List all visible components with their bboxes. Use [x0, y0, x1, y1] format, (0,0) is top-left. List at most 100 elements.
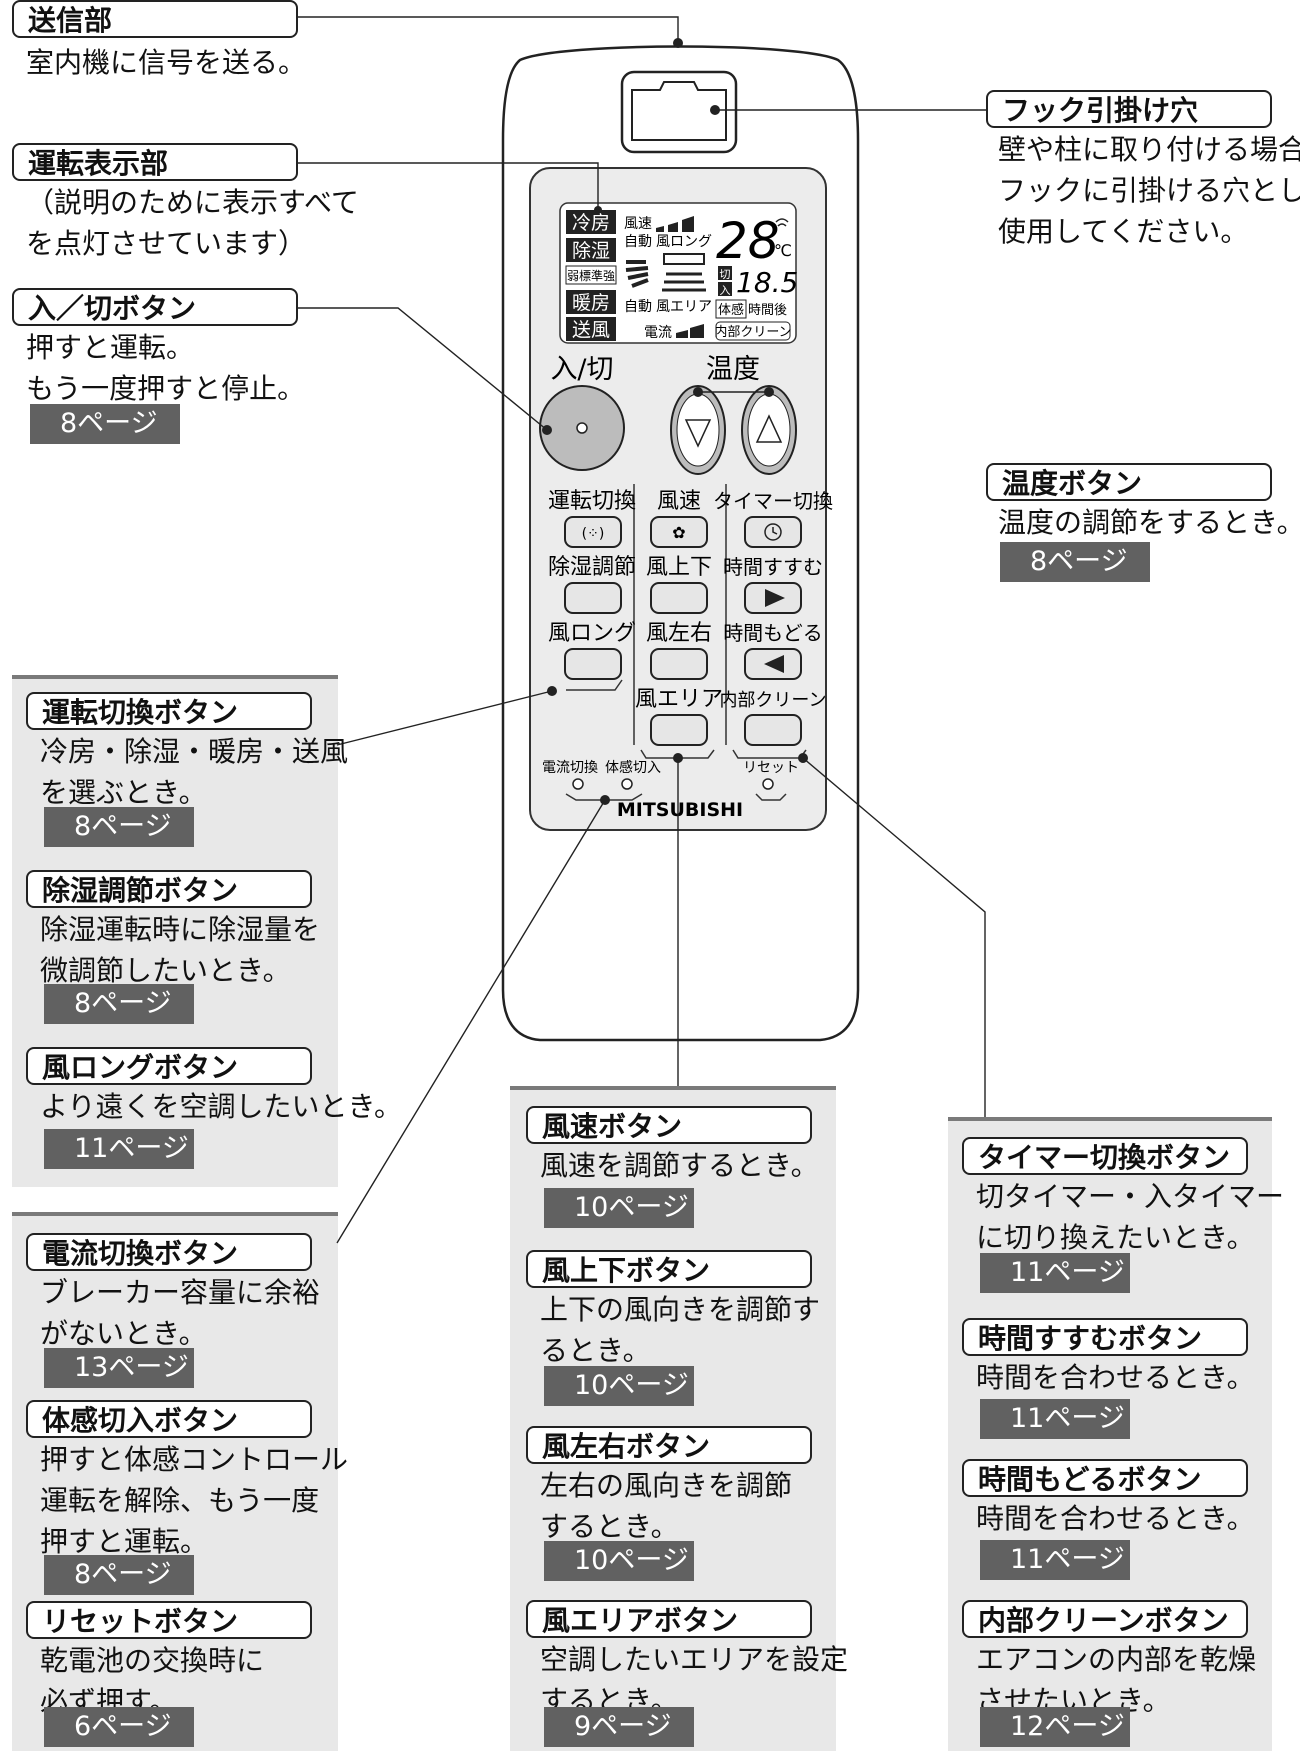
- sense-button[interactable]: [621, 778, 633, 790]
- page-ref-timefwd[interactable]: 11ページ: [980, 1399, 1130, 1439]
- desc-updown: 上下の風向きを調節す るとき。: [540, 1293, 821, 1367]
- lcd-auto-top: 自動: [624, 234, 652, 250]
- label-fanspeed: 風速ボタン: [526, 1106, 812, 1144]
- page-ref-leftright[interactable]: 10ページ: [544, 1541, 694, 1581]
- power-button-dot: [576, 422, 588, 434]
- fan-icon: ✿: [672, 523, 685, 542]
- lcd-current-bars: [676, 324, 704, 338]
- page-ref-sense[interactable]: 8ページ: [44, 1555, 194, 1595]
- leftright-label: 風左右: [646, 621, 712, 646]
- updown-label: 風上下: [646, 555, 712, 580]
- page-ref-current[interactable]: 13ページ: [44, 1348, 194, 1388]
- area-label: 風エリア: [635, 687, 723, 712]
- desc-dehum: 除湿運転時に除湿量を 微調節したいとき。: [40, 913, 321, 987]
- lcd-levels: 弱標準強: [567, 268, 615, 283]
- page-ref-long[interactable]: 11ページ: [44, 1129, 194, 1169]
- page-ref-power[interactable]: 8ページ: [30, 404, 180, 444]
- page-ref-dehum[interactable]: 8ページ: [44, 984, 194, 1024]
- current-label: 電流切換: [542, 760, 598, 776]
- desc-clean: エアコンの内部を乾燥 させたいとき。: [976, 1643, 1257, 1717]
- temp-down-icon: [684, 419, 712, 448]
- lcd-current: 電流: [644, 325, 672, 341]
- lcd-area-icon: [662, 272, 706, 292]
- desc-leftright: 左右の風向きを調節 するとき。: [540, 1469, 793, 1543]
- lcd-hours-after: 時間後: [748, 303, 787, 318]
- updown-button[interactable]: [650, 582, 708, 614]
- timefwd-label: 時間すすむ: [723, 555, 823, 579]
- current-button[interactable]: [572, 778, 584, 790]
- lcd-clean: 内部クリーン: [714, 324, 791, 340]
- leader-dot-timer: [798, 753, 808, 763]
- leader-dot-current: [600, 795, 610, 805]
- timeback-label: 時間もどる: [723, 621, 823, 645]
- desc-mode: 冷房・除湿・暖房・送風 を選ぶとき。: [40, 735, 349, 809]
- fanspeed-label: 風速: [657, 489, 701, 514]
- lcd-mode-cool: 冷房: [572, 212, 610, 234]
- long-button[interactable]: [564, 648, 622, 680]
- leader-dot-power: [542, 425, 552, 435]
- label-updown: 風上下ボタン: [526, 1250, 812, 1288]
- lcd-speed-bars: [656, 216, 694, 232]
- leader-power: [298, 307, 548, 431]
- page-ref-updown[interactable]: 10ページ: [544, 1366, 694, 1406]
- lcd-vane-icon: [625, 260, 649, 288]
- leader-dot-temp-up: [764, 387, 774, 397]
- lcd-temperature: 28: [716, 212, 780, 270]
- desc-current: ブレーカー容量に余裕 がないとき。: [40, 1276, 321, 1350]
- dehum-button[interactable]: [564, 582, 622, 614]
- leftright-button[interactable]: [650, 648, 708, 680]
- label-hook: フック引掛け穴: [986, 90, 1272, 128]
- leader-timer: [802, 757, 986, 1117]
- reset-label: リセット: [743, 760, 799, 776]
- label-timefwd: 時間すすむボタン: [962, 1318, 1248, 1356]
- page-ref-clean[interactable]: 12ページ: [980, 1707, 1130, 1747]
- label-leftright: 風左右ボタン: [526, 1426, 812, 1464]
- label-display: 運転表示部: [12, 143, 298, 181]
- desc-power: 押すと運転。 もう一度押すと停止。: [26, 331, 306, 405]
- page-ref-reset[interactable]: 6ページ: [44, 1707, 194, 1747]
- play-icon: [765, 589, 785, 607]
- page-ref-timer[interactable]: 11ページ: [980, 1253, 1130, 1293]
- lcd-signal-icon: [775, 218, 789, 227]
- page-ref-timeback[interactable]: 11ページ: [980, 1540, 1130, 1580]
- mode-button[interactable]: [564, 516, 622, 548]
- lcd-modes: 冷房 除湿 弱標準強 暖房 送風: [565, 210, 617, 341]
- desc-sense: 押すと体感コントロール 運転を解除、もう一度 押すと運転。: [40, 1443, 349, 1558]
- brand-logo: MITSUBISHI: [617, 799, 743, 821]
- desc-display: （説明のために表示すべて を点灯させています）: [26, 186, 359, 260]
- panel-left-lower: [12, 1212, 338, 1751]
- clean-label: 内部クリーン: [719, 690, 826, 711]
- desc-temp: 温度の調節をするとき。: [998, 506, 1300, 539]
- leader-dot-fanspeed: [673, 753, 683, 763]
- lcd-unit: ℃: [774, 241, 792, 260]
- lcd-mode-heat: 暖房: [572, 292, 610, 314]
- desc-hook: 壁や柱に取り付ける場合、 フックに引掛ける穴として 使用してください。: [998, 133, 1300, 248]
- leader-display: [298, 162, 599, 210]
- area-button[interactable]: [650, 714, 708, 746]
- page-ref-temp[interactable]: 8ページ: [1000, 542, 1150, 582]
- label-long: 風ロングボタン: [26, 1047, 312, 1085]
- leader-dot-display: [594, 206, 602, 214]
- lcd-timer-off: 切: [720, 268, 731, 281]
- leader-current: [336, 799, 606, 1244]
- clean-button[interactable]: [744, 714, 802, 746]
- label-reset: リセットボタン: [26, 1601, 312, 1639]
- lcd-timer-value: 18.5: [736, 266, 798, 299]
- page-ref-mode[interactable]: 8ページ: [44, 807, 194, 847]
- desc-timer: 切タイマー・入タイマー に切り換えたいとき。: [976, 1180, 1285, 1254]
- temp-label: 温度: [706, 354, 760, 385]
- label-area: 風エリアボタン: [526, 1600, 812, 1638]
- hook-hole: [620, 70, 738, 154]
- desc-send: 室内機に信号を送る。: [26, 46, 307, 79]
- desc-fanspeed: 風速を調節するとき。: [540, 1149, 819, 1182]
- dehum-label: 除湿調節: [548, 555, 636, 580]
- reset-button[interactable]: [762, 778, 774, 790]
- fanspeed-button[interactable]: [650, 516, 708, 548]
- page-ref-area[interactable]: 9ページ: [544, 1707, 694, 1747]
- lcd-timer-on: 入: [720, 284, 731, 297]
- sense-label: 体感切入: [605, 759, 661, 776]
- page-ref-fanspeed[interactable]: 10ページ: [544, 1188, 694, 1228]
- label-power: 入／切ボタン: [12, 288, 298, 326]
- power-label: 入/切: [550, 354, 613, 385]
